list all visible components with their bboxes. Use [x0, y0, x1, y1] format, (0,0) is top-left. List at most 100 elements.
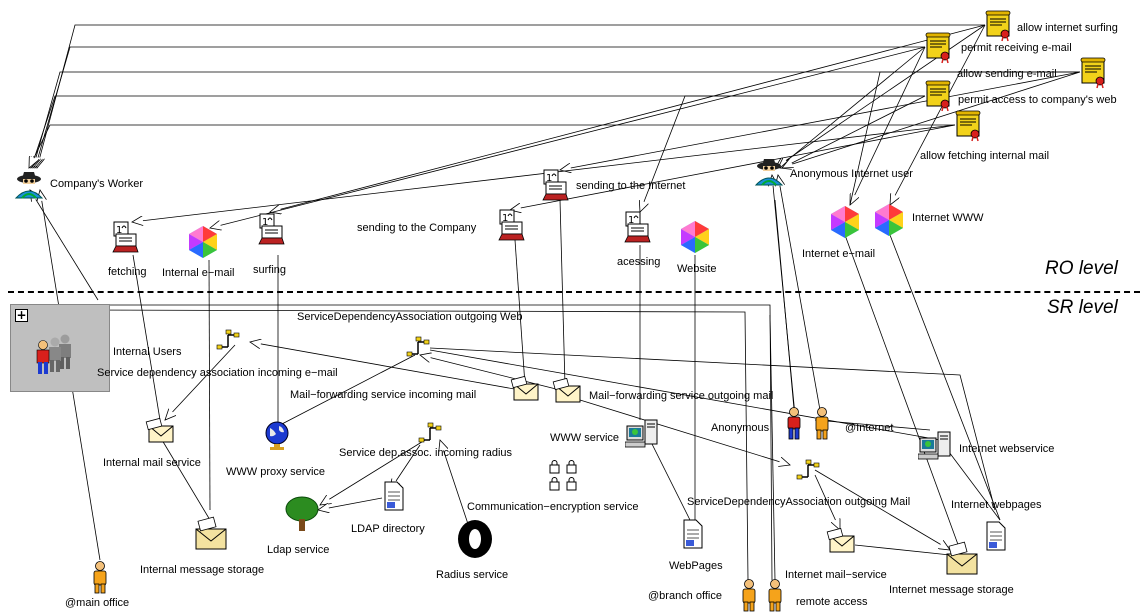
mail-envelope-icon[interactable]: [145, 418, 175, 446]
internal-message-storage: Internal message storage: [140, 564, 265, 576]
globe-icon[interactable]: [262, 420, 292, 450]
policy-allow-fetching-internal-mail: allow fetching internal mail: [920, 150, 1050, 162]
communication-encryption-service: Communication−encryption service: [467, 501, 639, 513]
task-fetching: fetching: [108, 266, 147, 278]
expand-icon[interactable]: +: [15, 308, 28, 322]
task-sending-to-internet: sending to the Internet: [576, 180, 686, 192]
edge-remote-up: [769, 314, 776, 581]
ro-level-label: RO level: [1045, 258, 1118, 279]
document-icon[interactable]: [985, 520, 1007, 552]
hat-role-icon[interactable]: [12, 168, 46, 202]
policy-scroll-icon[interactable]: [985, 10, 1013, 42]
edge-intemail-down: [208, 259, 211, 511]
branch-office: @branch office: [648, 590, 722, 602]
edge-sdamail-storage: [814, 469, 950, 550]
sr-level-label: SR level: [1047, 297, 1118, 318]
person-icon[interactable]: [765, 578, 785, 612]
edge-send-to-sendinternet: [560, 71, 1081, 170]
www-service: WWW service: [550, 432, 620, 444]
mail-forwarding-incoming: Mail−forwarding service incoming mail: [290, 389, 477, 401]
policy-scroll-icon[interactable]: [1080, 57, 1108, 89]
task-surfing: surfing: [253, 264, 287, 276]
mail-envelope-icon[interactable]: [193, 515, 229, 551]
policy-scroll-icon[interactable]: [955, 110, 983, 142]
mail-forwarding-outgoing: Mail−forwarding service outgoing mail: [589, 390, 774, 402]
edge-policy-fetching: [29, 124, 955, 168]
policy-permit-access-company-web: permit access to company's web: [958, 94, 1117, 106]
edge-send-to-anon: [780, 71, 1081, 168]
edge-send-to-internetemail: [849, 71, 1080, 206]
edge-recv-to-anon: [778, 46, 926, 168]
internal-users-group[interactable]: +: [10, 304, 110, 392]
edge-policy-receiving: [35, 46, 925, 168]
mail-envelope-icon[interactable]: [510, 376, 540, 404]
edge-policy-web: [31, 95, 925, 168]
hat-role-icon[interactable]: [752, 155, 786, 189]
anonymous-user: Anonymous: [711, 422, 770, 434]
printer-task-icon[interactable]: [540, 168, 570, 202]
dependency-association-icon[interactable]: [212, 325, 244, 357]
edge-sda-in-email: [165, 344, 236, 420]
edge-web-to-accessing: [640, 95, 925, 212]
edge-group-long: [60, 304, 773, 581]
service-website: Website: [677, 263, 717, 275]
group-internal-users-label: Internal Users: [113, 346, 182, 358]
colored-hexagon-icon[interactable]: [872, 203, 906, 237]
edge-www-webpages: [649, 439, 691, 521]
dependency-association-icon[interactable]: [792, 455, 824, 487]
person-icon[interactable]: [739, 578, 759, 612]
policy-allow-internet-surfing: allow internet surfing: [1017, 22, 1118, 34]
edge-intwww-down: [889, 234, 1001, 521]
dependency-association-icon[interactable]: [414, 418, 446, 450]
webpages: WebPages: [669, 560, 723, 572]
main-office: @main office: [65, 597, 130, 609]
locks-icon[interactable]: [546, 458, 580, 492]
group-icon: [36, 334, 72, 375]
edge-policy-surfing: [37, 24, 985, 168]
policy-scroll-icon[interactable]: [925, 80, 953, 112]
computer-icon[interactable]: [918, 430, 956, 464]
remote-access: remote access: [796, 596, 868, 608]
sda-outgoing-mail: ServiceDependencyAssociation outgoing Ma…: [687, 496, 911, 508]
edge-company-down: [514, 239, 526, 386]
mail-envelope-icon[interactable]: [552, 378, 582, 406]
printer-task-icon[interactable]: [110, 220, 140, 254]
colored-hexagon-icon[interactable]: [186, 225, 220, 259]
www-proxy-service: WWW proxy service: [226, 466, 325, 478]
internal-mail-service: Internal mail service: [103, 457, 201, 469]
printer-task-icon[interactable]: [622, 210, 652, 244]
mail-envelope-icon[interactable]: [826, 528, 856, 556]
edge-group-to-worker: [30, 190, 99, 301]
edge-surf-to-anon: [775, 24, 986, 168]
document-icon[interactable]: [383, 480, 405, 512]
edge-web-to-anon: [782, 95, 926, 168]
colored-hexagon-icon[interactable]: [678, 220, 712, 254]
level-separator: [8, 291, 1140, 293]
person-icon[interactable]: [784, 406, 804, 440]
edge-recv-to-internetemail: [850, 46, 926, 205]
printer-task-icon[interactable]: [256, 212, 286, 246]
service-internet-www: Internet WWW: [912, 212, 984, 224]
service-internet-email: Internet e−mail: [802, 248, 876, 260]
radius-service: Radius service: [436, 569, 509, 581]
dependency-association-icon[interactable]: [402, 332, 434, 364]
document-icon[interactable]: [682, 518, 704, 550]
edge-mailfwd-to-sdamail: [579, 399, 790, 465]
policy-scroll-icon[interactable]: [925, 32, 953, 64]
internet-mail-service: Internet mail−service: [785, 569, 887, 581]
colored-hexagon-icon[interactable]: [828, 205, 862, 239]
ring-icon[interactable]: [455, 519, 495, 559]
ldap-directory: LDAP directory: [351, 523, 425, 535]
edge-internetmail-storage: [854, 544, 951, 556]
edge-surf-to-internetwww: [890, 24, 986, 205]
edge-mailfwd-to-sda: [250, 342, 521, 391]
edge-internetloc: [814, 419, 931, 431]
person-icon[interactable]: [812, 406, 832, 440]
mail-envelope-icon[interactable]: [944, 540, 980, 576]
person-icon[interactable]: [90, 560, 110, 594]
printer-task-icon[interactable]: [496, 208, 526, 242]
tree-icon[interactable]: [284, 495, 320, 533]
policy-permit-receiving-email: permit receiving e-mail: [961, 42, 1072, 54]
computer-icon[interactable]: [625, 418, 659, 450]
